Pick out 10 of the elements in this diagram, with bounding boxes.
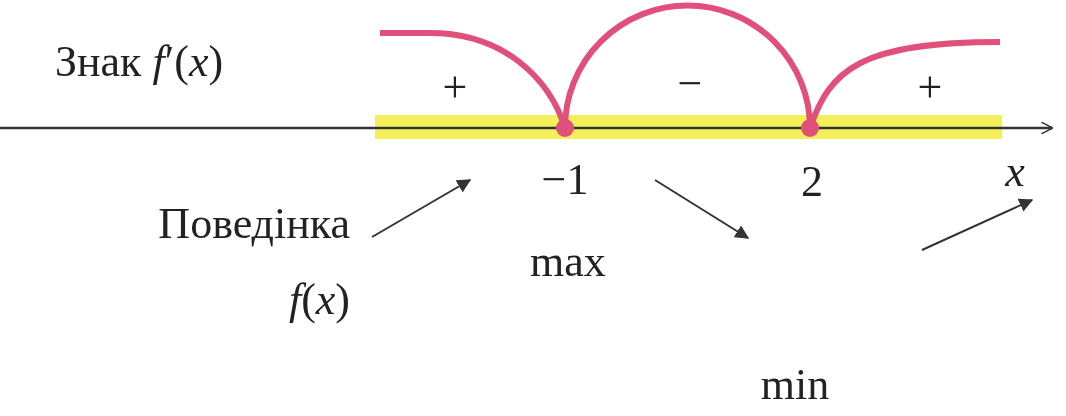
tick-label: −1 <box>540 155 590 205</box>
axis-label: x <box>1004 147 1026 197</box>
tick-label: 2 <box>800 157 824 207</box>
sign-label: − <box>676 59 704 109</box>
row-label: Знак f′(x) <box>55 37 225 87</box>
extremum-label: min <box>759 360 831 410</box>
extremum-label: max <box>529 237 607 287</box>
row-label: Поведінка f(x) <box>157 198 350 326</box>
sign-label: + <box>916 63 944 113</box>
sign-label: + <box>441 63 469 113</box>
